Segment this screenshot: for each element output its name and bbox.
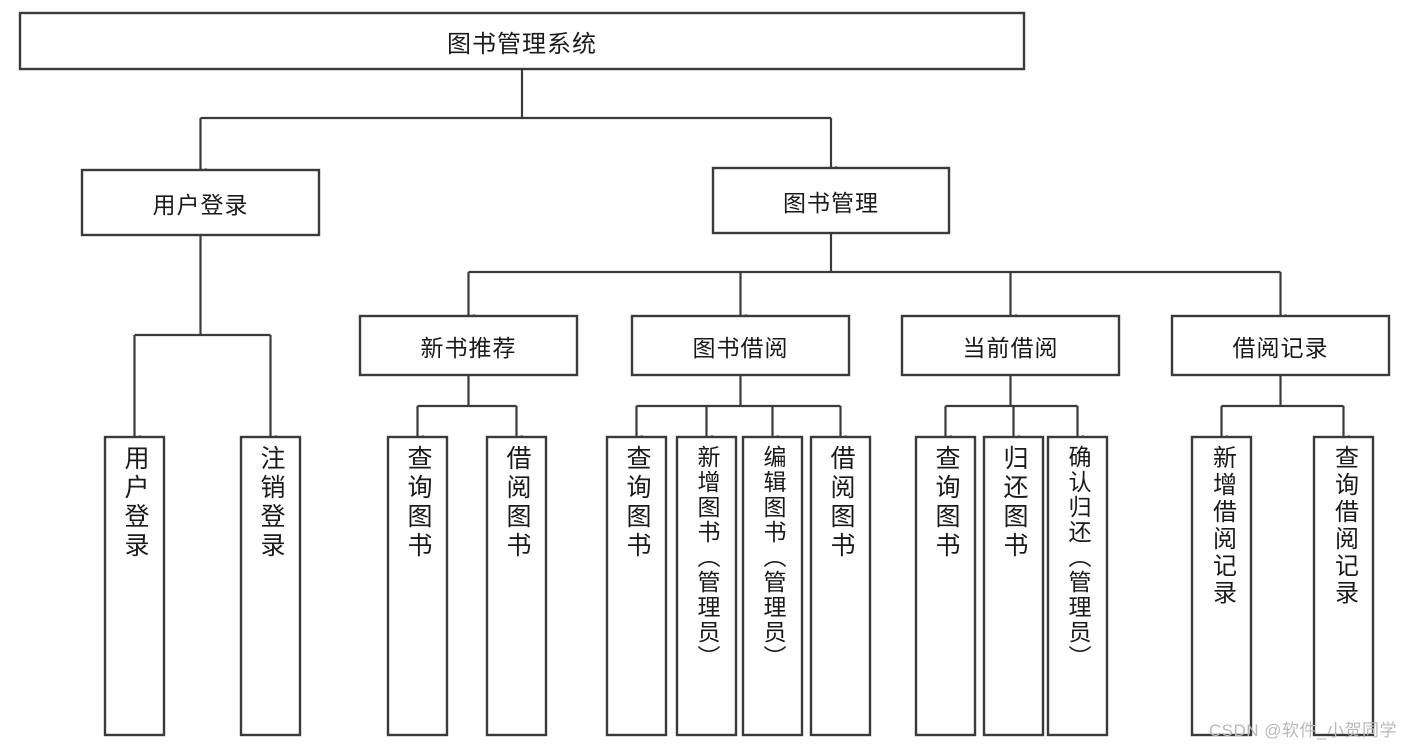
connectors-layer [128, 69, 1350, 445]
node-box-leaf-rec-borrow [485, 435, 548, 737]
node-box-leaf-bb-add [675, 435, 738, 737]
node-box-leaf-bb-edit [741, 435, 804, 737]
node-box-root [18, 11, 1026, 71]
node-box-l3-current-borrow [900, 314, 1121, 377]
node-box-leaf-br-add [1190, 435, 1253, 737]
node-box-leaf-cb-confirm [1046, 435, 1109, 737]
node-box-leaf-bb-query [605, 435, 668, 737]
node-box-l2-book-mgmt [711, 166, 951, 235]
boxes-layer [18, 11, 1391, 737]
node-box-l3-borrow-record [1170, 314, 1391, 377]
node-box-l2-user-login [80, 168, 321, 237]
node-box-leaf-user-logout [239, 435, 302, 737]
node-box-l3-new-book-rec [358, 314, 579, 377]
node-box-leaf-rec-query [386, 435, 449, 737]
node-box-leaf-bb-borrow [809, 435, 872, 737]
node-box-leaf-user-login [103, 435, 166, 737]
node-box-leaf-br-query [1312, 435, 1375, 737]
node-box-leaf-cb-return [982, 435, 1045, 737]
node-box-leaf-cb-query [914, 435, 977, 737]
node-box-l3-book-borrow [630, 314, 851, 377]
